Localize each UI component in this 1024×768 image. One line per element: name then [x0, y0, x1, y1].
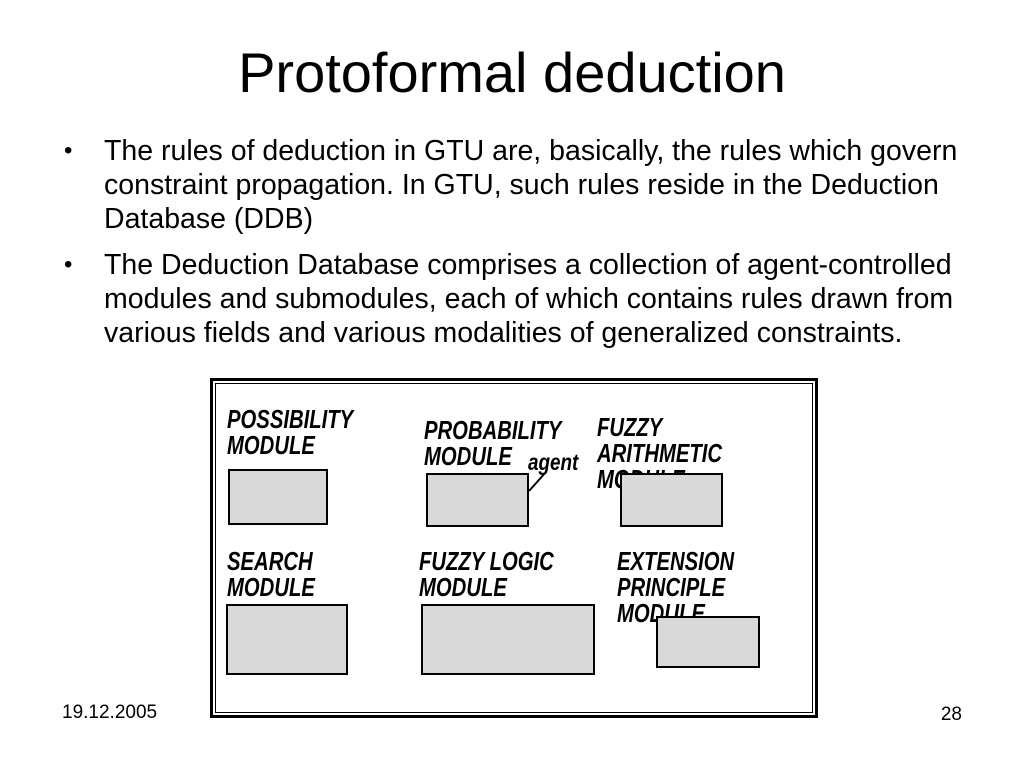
deduction-database-diagram: POSSIBILITY MODULE PROBABILITY MODULE FU…: [210, 378, 818, 718]
bullet-line: The rules of deduction in GTU are, basic…: [104, 135, 958, 167]
footer-date: 19.12.2005: [62, 702, 158, 723]
fuzzy-logic-module-box: [421, 604, 595, 675]
extension-principle-module-label: EXTENSION PRINCIPLE MODULE: [617, 546, 735, 628]
bullet-line: constraint propagation. In GTU, such rul…: [104, 169, 939, 201]
page-number: 28: [940, 704, 962, 725]
bullet-line: modules and submodules, each of which co…: [104, 283, 954, 315]
bullet-item: • The rules of deduction in GTU are, bas…: [60, 134, 970, 236]
fuzzy-arithmetic-module-box: [620, 473, 723, 527]
bullet-line: The Deduction Database comprises a colle…: [104, 249, 952, 281]
fuzzy-logic-module-label: FUZZY LOGIC MODULE: [419, 546, 554, 602]
slide-title: Protoformal deduction: [238, 41, 786, 104]
bullet-text: The Deduction Database comprises a colle…: [104, 248, 953, 350]
bullet-icon: •: [64, 137, 73, 164]
possibility-module-label: POSSIBILITY MODULE: [227, 404, 354, 460]
probability-module-label: PROBABILITY MODULE: [424, 415, 562, 471]
bullet-list: • The rules of deduction in GTU are, bas…: [60, 134, 970, 362]
bullet-line: various fields and various modalities of…: [104, 317, 903, 349]
search-module-label: SEARCH MODULE: [227, 546, 315, 602]
extension-principle-module-box: [656, 616, 760, 668]
bullet-icon: •: [64, 251, 73, 278]
search-module-box: [226, 604, 348, 675]
bullet-item: • The Deduction Database comprises a col…: [60, 248, 970, 350]
bullet-text: The rules of deduction in GTU are, basic…: [104, 134, 957, 236]
bullet-line: Database (DDB): [104, 203, 314, 235]
probability-module-box: [426, 473, 529, 527]
possibility-module-box: [228, 469, 328, 525]
agent-annotation: agent: [528, 449, 579, 475]
